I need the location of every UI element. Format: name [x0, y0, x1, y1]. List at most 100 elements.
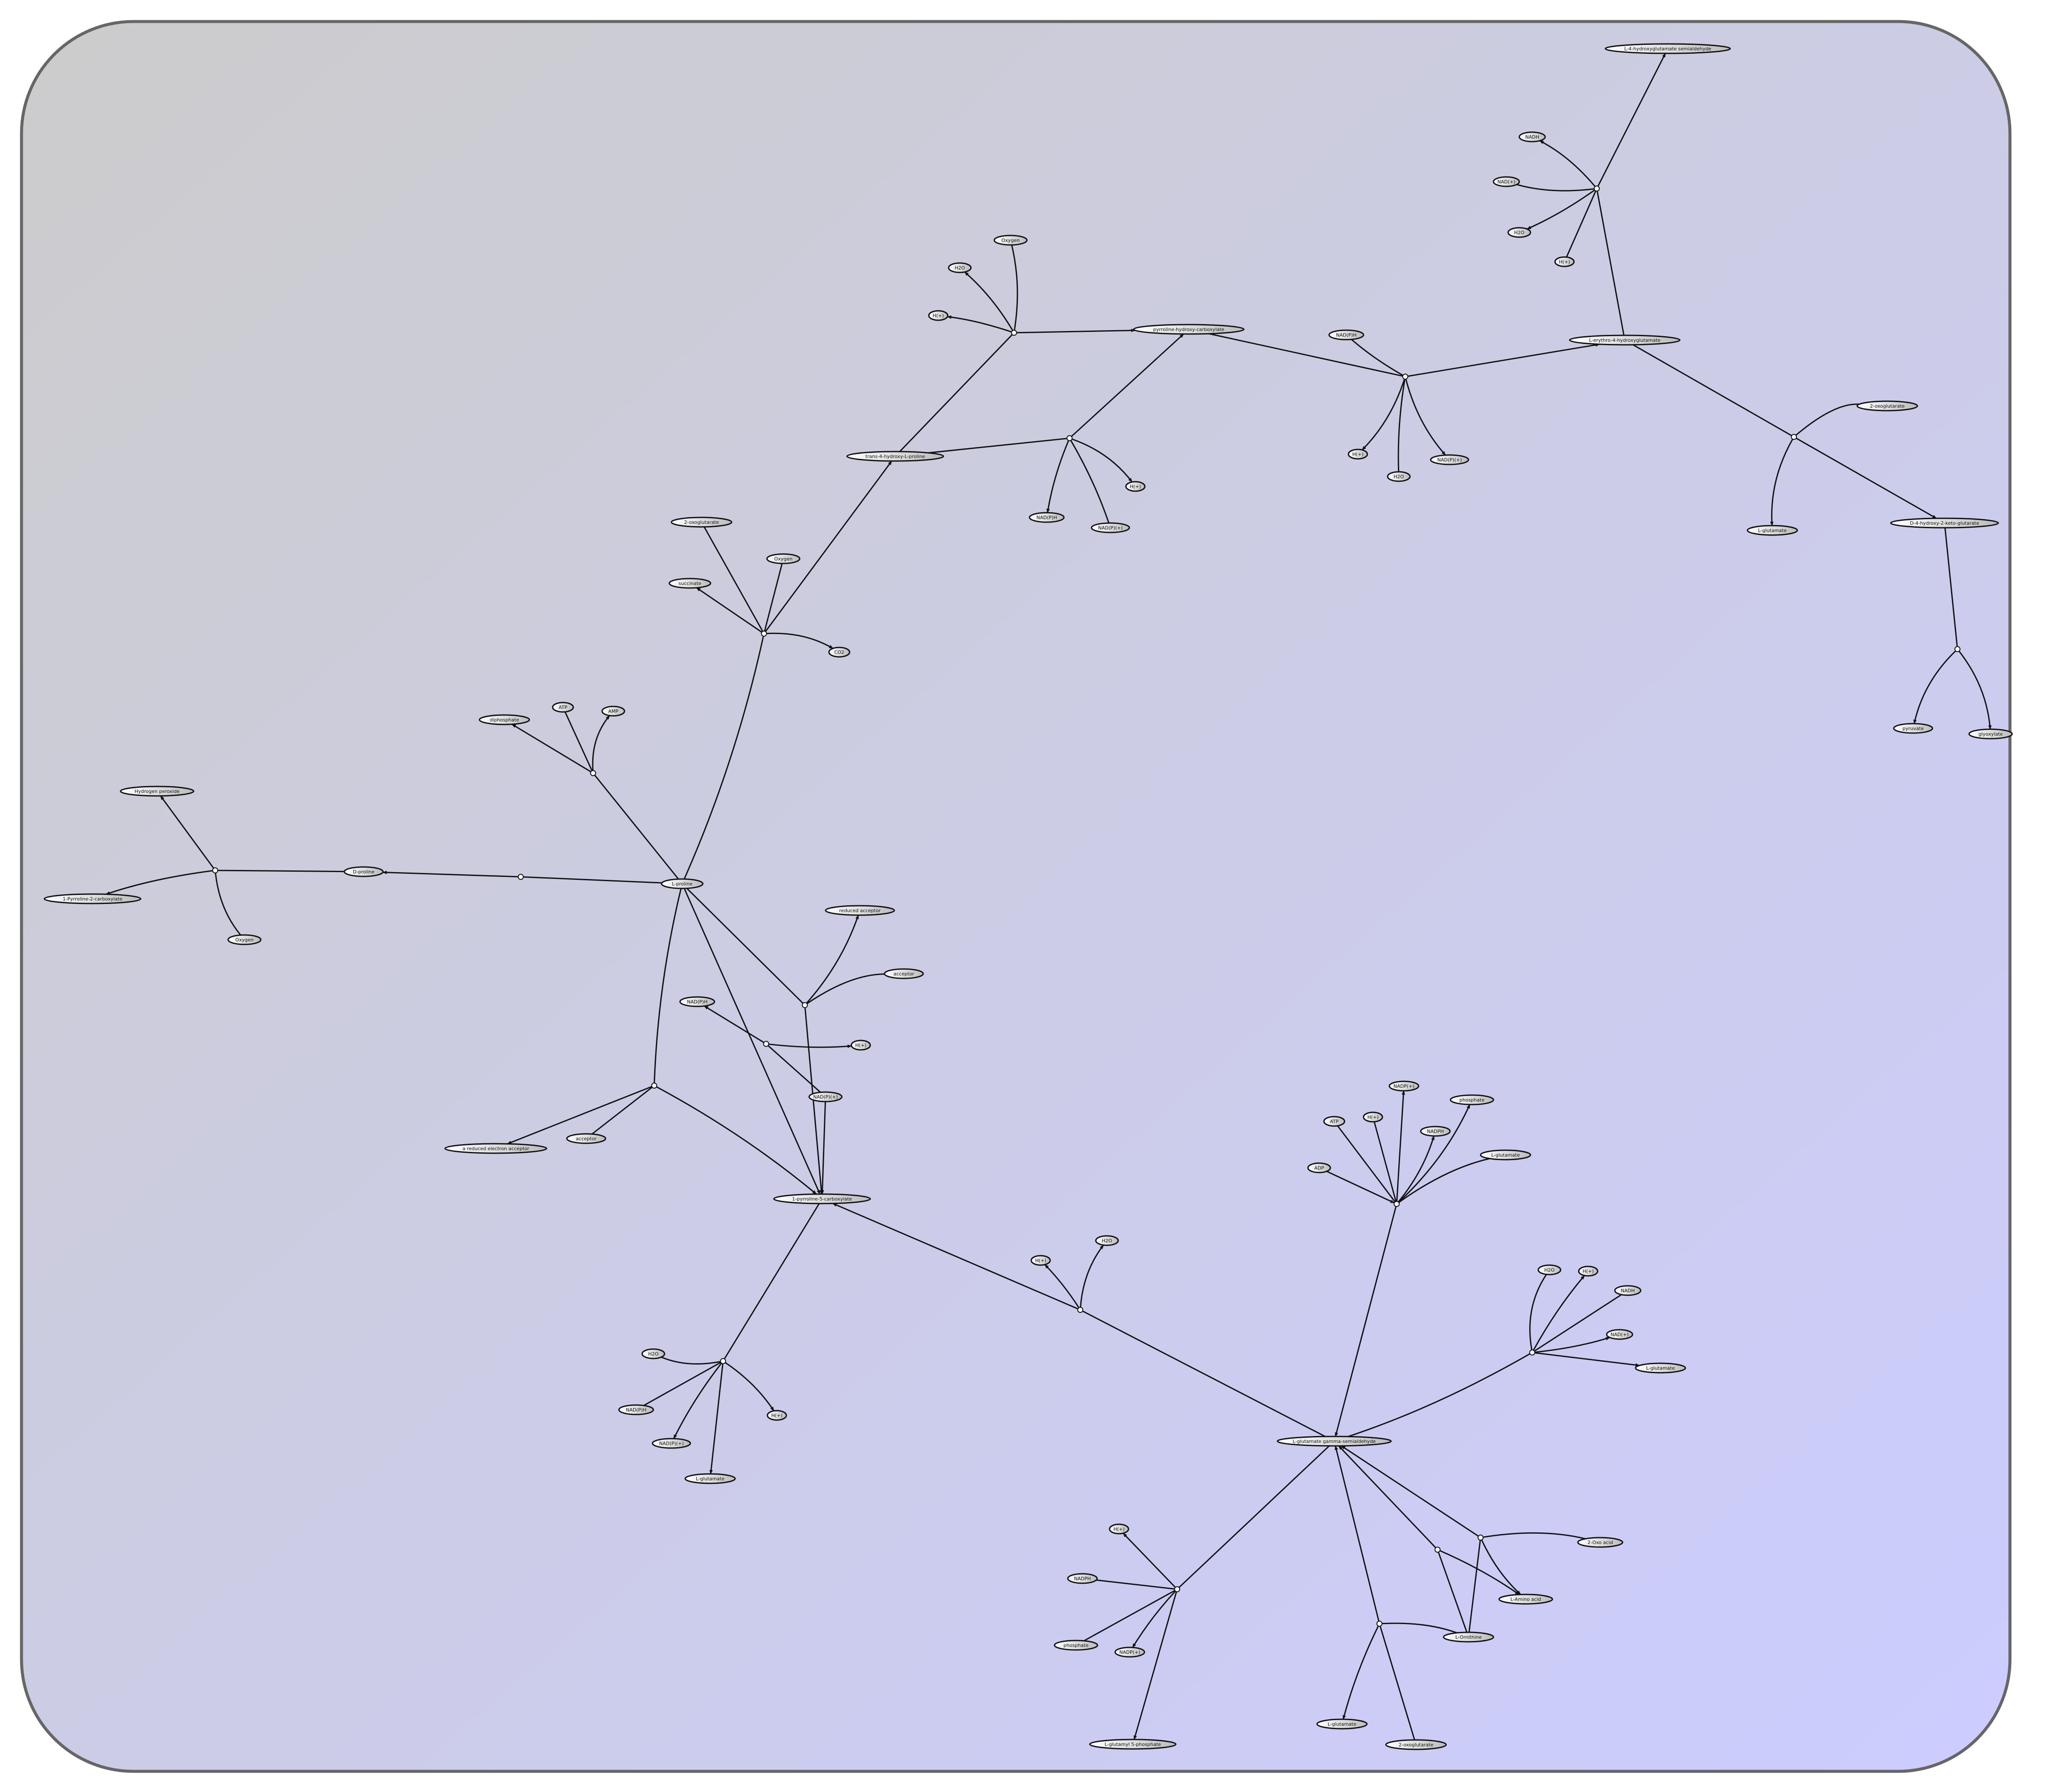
metabolite-node-hplus-8[interactable]: H(+)	[1578, 1266, 1598, 1277]
metabolite-node-hplus-5[interactable]: H(+)	[850, 1040, 871, 1051]
metabolite-node-oxoglutarate-1[interactable]: 2-oxoglutarate	[1856, 400, 1918, 412]
metabolite-node-h2o-4[interactable]: H2O	[1095, 1235, 1119, 1246]
metabolite-node-h2o-6[interactable]: H2O	[641, 1348, 665, 1359]
metabolite-node-l-glutamate-gamma-semialdehyde[interactable]: L-glutamate gamma-semialdehyde	[1277, 1436, 1392, 1447]
reaction-edge	[215, 873, 241, 936]
node-ellipse	[1277, 1436, 1392, 1447]
metabolite-node-h2o-3[interactable]: H2O	[1387, 471, 1411, 482]
metabolite-node-hplus-1[interactable]: H(+)	[1554, 256, 1575, 267]
node-label: L-glutamate	[1491, 1152, 1520, 1158]
metabolite-node-pyrroline-5-carboxylate[interactable]: 1-pyrroline-5-carboxylate	[773, 1193, 871, 1204]
reaction-junction	[590, 770, 596, 776]
metabolite-node-trans-4-hydroxy-l-proline[interactable]: trans-4-hydroxy-L-proline	[846, 451, 944, 462]
metabolite-node-nadh-2[interactable]: NADH	[1614, 1285, 1642, 1296]
reaction-edge	[1405, 379, 1446, 456]
metabolite-node-oxygen-2[interactable]: Oxygen	[766, 553, 801, 564]
metabolite-node-h2o-2[interactable]: H2O	[948, 262, 972, 273]
metabolite-node-l-erythro-4-hydroxyglutamate[interactable]: L-erythro-4-hydroxyglutamate	[1569, 334, 1681, 346]
node-ellipse	[1091, 522, 1130, 533]
metabolite-node-acceptor-2[interactable]: acceptor	[566, 1133, 606, 1144]
metabolite-node-nadp-3[interactable]: NAD(P)(+)	[808, 1091, 843, 1102]
metabolite-node-hplus-3[interactable]: H(+)	[1348, 449, 1368, 460]
metabolite-node-h2o-1[interactable]: H2O	[1507, 227, 1531, 238]
node-label: reduced acceptor	[839, 908, 881, 913]
reaction-edge	[1082, 1310, 1326, 1437]
metabolite-node-nadp-1[interactable]: NAD(P)(+)	[1430, 454, 1469, 465]
metabolite-node-oxo-acid[interactable]: 2-Oxo acid	[1577, 1537, 1623, 1548]
metabolite-node-hplus-10[interactable]: H(+)	[1109, 1523, 1129, 1535]
metabolite-node-nadph-2[interactable]: NAD(P)H	[1029, 512, 1065, 523]
metabolite-node-nadph-3[interactable]: NAD(P)H	[679, 996, 715, 1007]
metabolite-node-nadph-4[interactable]: NADPH	[1420, 1126, 1451, 1137]
reaction-edge	[1398, 1135, 1435, 1203]
metabolite-node-phosphate-2[interactable]: phosphate	[1054, 1640, 1098, 1651]
reaction-edge	[725, 1362, 775, 1411]
node-label: L-glutamate	[1646, 1365, 1675, 1371]
metabolite-node-hplus-9[interactable]: H(+)	[767, 1410, 787, 1421]
node-ellipse	[1430, 454, 1469, 465]
metabolite-node-nad-2[interactable]: NAD(+)	[1606, 1329, 1633, 1340]
metabolite-node-nadp-5[interactable]: NAD(P)(+)	[652, 1438, 691, 1449]
metabolite-node-diphosphate[interactable]: diphosphate	[479, 714, 530, 725]
metabolite-node-nadph-6[interactable]: NADPH	[1067, 1573, 1098, 1584]
metabolite-node-hplus-2[interactable]: H(+)	[928, 310, 949, 321]
metabolite-node-nadp-6[interactable]: NADP(+)	[1114, 1647, 1145, 1658]
metabolite-node-succinate[interactable]: succinate	[668, 578, 711, 589]
reaction-edge	[1209, 333, 1403, 377]
node-ellipse	[808, 1091, 843, 1102]
metabolite-node-hplus-4[interactable]: H(+)	[1125, 481, 1146, 492]
metabolite-node-l-proline[interactable]: L-proline	[661, 878, 704, 889]
metabolite-node-l-glutamate-1[interactable]: L-glutamate	[1747, 525, 1798, 536]
metabolite-node-adp[interactable]: ADP	[1307, 1162, 1331, 1173]
node-ellipse	[227, 934, 262, 945]
metabolite-node-reduced-acceptor[interactable]: reduced acceptor	[825, 905, 895, 916]
metabolite-node-l-glutamate-4[interactable]: L-glutamate	[684, 1473, 736, 1484]
metabolite-node-nadph-1[interactable]: NAD(P)H	[1328, 329, 1364, 340]
metabolite-node-pyrroline-2-carboxylate[interactable]: 1-Pyrroline-2-carboxylate	[43, 893, 142, 904]
metabolite-node-atp-2[interactable]: ATP	[1323, 1116, 1345, 1127]
metabolite-node-nadh-1[interactable]: NADH	[1518, 131, 1546, 142]
reaction-junction	[1594, 186, 1600, 192]
metabolite-node-acceptor-1[interactable]: acceptor	[884, 968, 924, 979]
metabolite-node-l-amino-acid[interactable]: L-Amino acid	[1498, 1594, 1553, 1605]
metabolite-node-h2o-5[interactable]: H2O	[1537, 1264, 1561, 1275]
metabolite-node-nad-1[interactable]: NAD(+)	[1493, 176, 1520, 187]
reaction-edge	[765, 461, 893, 632]
reaction-edge	[1770, 439, 1793, 526]
metabolite-node-nadp-4[interactable]: NADP(+)	[1388, 1080, 1419, 1092]
metabolite-node-pyruvate[interactable]: pyruvate	[1893, 723, 1933, 734]
metabolite-node-hplus-7[interactable]: H(+)	[1030, 1255, 1051, 1266]
metabolite-node-oxygen-3[interactable]: Oxygen	[227, 934, 262, 945]
metabolite-node-oxoglutarate-2[interactable]: 2-oxoglutarate	[671, 517, 733, 528]
metabolite-node-atp-1[interactable]: ATP	[552, 702, 574, 713]
reaction-edge	[656, 1086, 817, 1195]
metabolite-node-glyoxylate[interactable]: glyoxylate	[1968, 728, 2013, 740]
metabolite-node-nadp-2[interactable]: NAD(P)(+)	[1091, 522, 1130, 533]
metabolite-node-reduced-electron-acceptor[interactable]: a reduced electron acceptor	[444, 1143, 547, 1154]
metabolite-node-l-4-hydroxyglutamate-semialdehyde[interactable]: L-4-hydroxyglutamate semialdehyde	[1605, 43, 1731, 54]
reaction-edge	[1133, 1591, 1177, 1740]
metabolite-node-l-glutamyl-5-phosphate[interactable]: L-glutamyl 5-phosphate	[1089, 1739, 1177, 1750]
metabolite-node-hplus-6[interactable]: H(+)	[1363, 1111, 1383, 1123]
metabolite-node-d-proline[interactable]: D-proline	[343, 866, 384, 877]
metabolite-node-oxoglutarate-3[interactable]: 2-oxoglutarate	[1385, 1739, 1447, 1750]
metabolite-node-l-glutamate-2[interactable]: L-glutamate	[1480, 1149, 1531, 1161]
metabolite-node-pyrroline-hydroxy-carboxylate[interactable]: pyrroline-hydroxy-carboxylate	[1133, 324, 1245, 335]
metabolite-node-l-ornithine[interactable]: L-Ornithine	[1443, 1631, 1494, 1643]
metabolite-node-phosphate-1[interactable]: phosphate	[1450, 1094, 1494, 1105]
node-label: trans-4-hydroxy-L-proline	[866, 454, 925, 459]
node-ellipse	[1498, 1594, 1553, 1605]
metabolite-node-l-glutamate-5[interactable]: L-glutamate	[1316, 1718, 1368, 1730]
metabolite-node-nadph-5[interactable]: NAD(P)H	[618, 1404, 654, 1415]
metabolite-node-oxygen-1[interactable]: Oxygen	[993, 235, 1028, 246]
reaction-edge	[382, 870, 519, 878]
metabolite-node-hydrogen-peroxide[interactable]: Hydrogen peroxide	[120, 786, 195, 797]
reaction-edge	[217, 870, 345, 873]
node-ellipse	[1125, 481, 1146, 492]
reaction-junction	[1077, 1307, 1083, 1313]
metabolite-node-l-glutamate-3[interactable]: L-glutamate	[1635, 1362, 1686, 1374]
metabolite-node-amp[interactable]: AMP	[601, 706, 625, 717]
metabolite-node-d-4-hydroxy-2-keto-glutarate[interactable]: D-4-hydroxy-2-keto-glutarate	[1890, 517, 1999, 529]
metabolite-node-co2[interactable]: CO2	[828, 647, 850, 658]
reaction-junction	[1791, 434, 1797, 440]
